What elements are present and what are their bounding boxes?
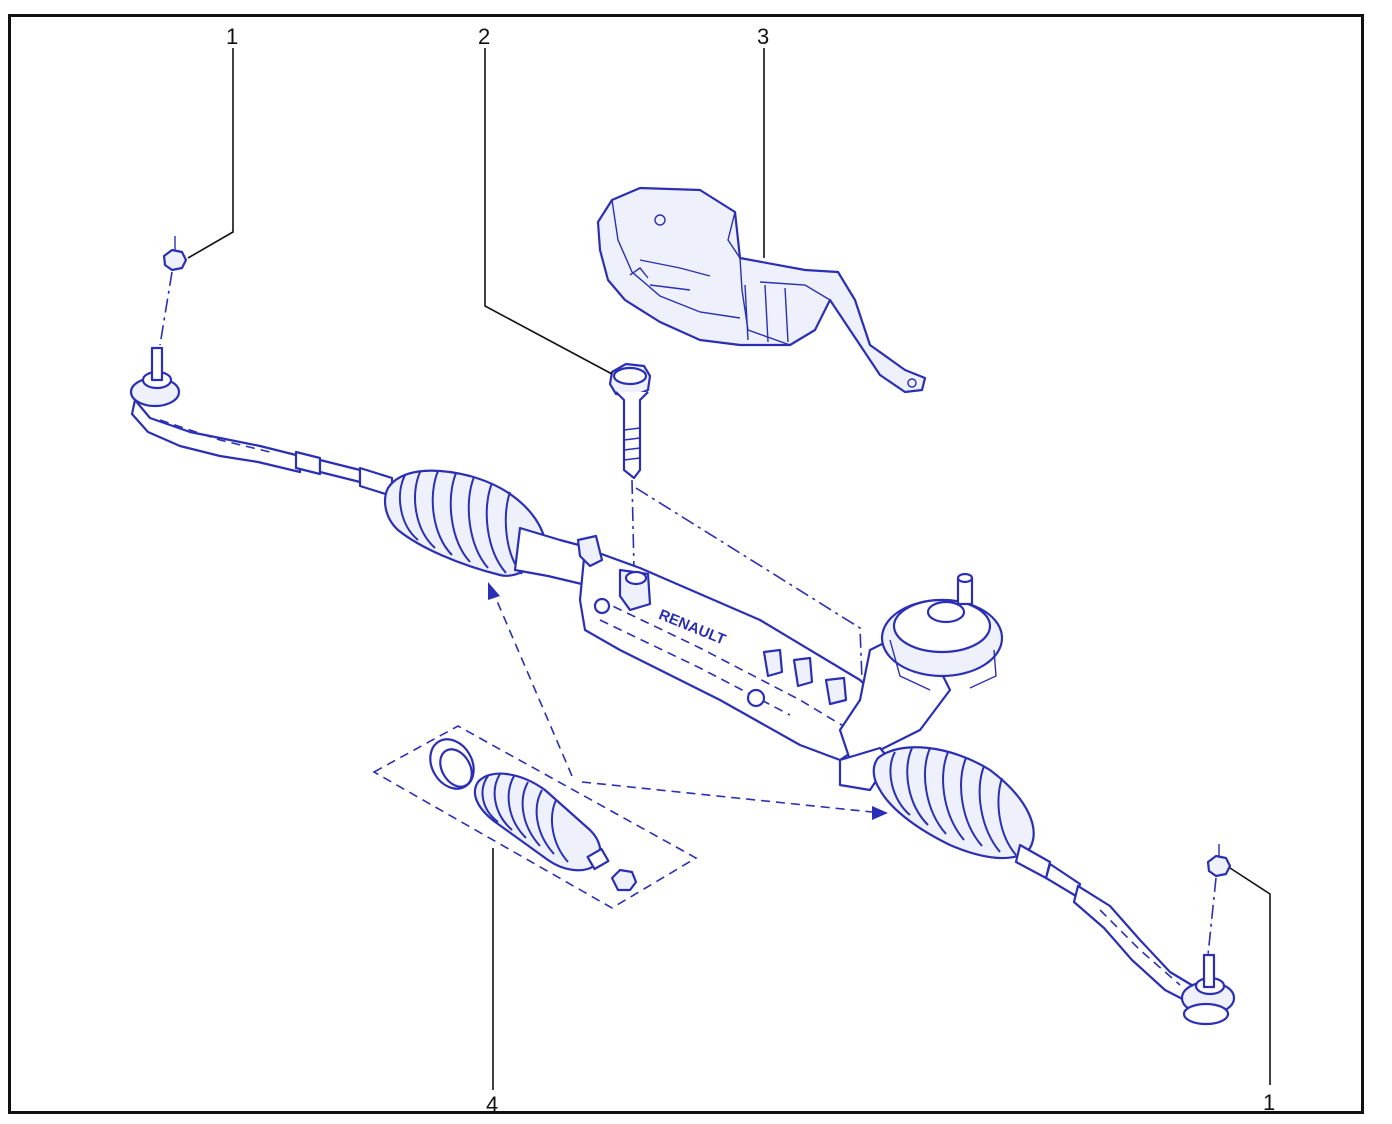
tie-rod-end-left xyxy=(129,346,302,474)
pinion-housing xyxy=(838,572,1004,762)
callout-heat-shield: 3 xyxy=(757,24,769,49)
callout-tie-rod-end-nut-left: 1 xyxy=(226,24,238,49)
leader-lines xyxy=(187,48,1271,1090)
inner-tie-rod-right xyxy=(1014,843,1082,898)
rack-bellows-left xyxy=(383,469,592,587)
bellows-kit xyxy=(372,582,888,909)
tie-rod-end-right xyxy=(1072,884,1236,1026)
tie-rod-nut-left xyxy=(159,236,188,346)
callout-tie-rod-end-nut-right: 1 xyxy=(1263,1090,1275,1115)
rack-bellows-right xyxy=(838,746,1035,860)
callout-mounting-bolt: 2 xyxy=(478,24,490,49)
leader-callout-1-left xyxy=(187,48,234,259)
heat-shield xyxy=(596,186,927,394)
leader-callout-1-right xyxy=(1229,867,1271,1085)
callout-bellows-kit: 4 xyxy=(486,1092,498,1117)
tie-rod-nut-right xyxy=(1206,844,1232,956)
callout-labels: 1 2 3 4 1 xyxy=(226,24,1275,1117)
mounting-bolt xyxy=(608,362,863,681)
rack-housing: RENAULT xyxy=(576,534,882,762)
leader-callout-2 xyxy=(484,48,613,375)
inner-tie-rod-left xyxy=(294,450,394,498)
